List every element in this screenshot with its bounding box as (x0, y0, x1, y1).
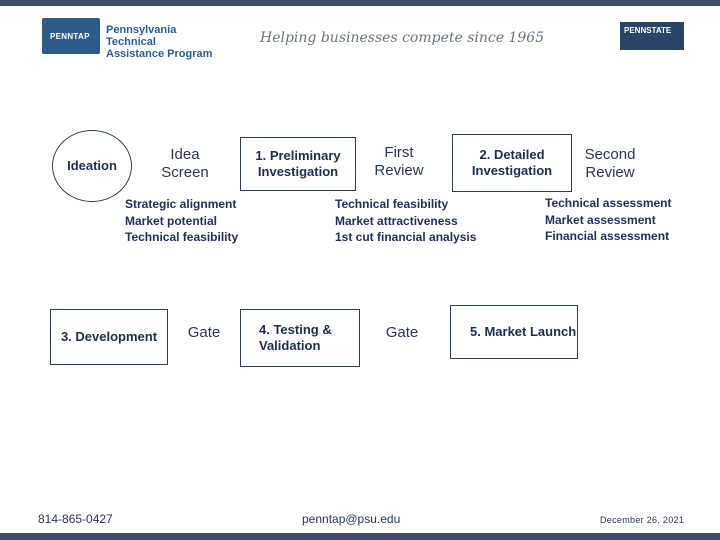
idea-screen-label: Idea Screen (161, 146, 209, 181)
development-label: 3. Development (60, 329, 158, 344)
penntap-logo-icon: PENNTAP (42, 18, 100, 54)
criteria-item: Technical assessment (545, 196, 672, 210)
ideation-label: Ideation (67, 158, 117, 173)
criteria-item: 1st cut financial analysis (335, 230, 477, 244)
ideation-circle: Ideation (52, 130, 132, 202)
criteria-item: Market assessment (545, 212, 656, 227)
top-bar (0, 0, 720, 6)
psu-logo: PENNSTATE (620, 22, 684, 50)
criteria-item: Market potential (125, 213, 218, 228)
logo-text: Pennsylvania Technical Assistance Progra… (106, 24, 222, 60)
logo-line-1: Pennsylvania Technical (106, 24, 177, 48)
development-box: 3. Development (50, 309, 168, 365)
market-launch-box: 5. Market Launch (450, 305, 578, 359)
preliminary-investigation-label: 1. Preliminary Investigation (255, 148, 341, 179)
tagline: Helping businesses compete since 1965 (260, 30, 545, 46)
first-review-criteria: Technical feasibility Market attractiven… (335, 196, 476, 246)
criteria-item: Market attractiveness (335, 213, 458, 228)
criteria-item: Technical feasibility (125, 230, 239, 244)
detailed-investigation-label: 2. Detailed Investigation (471, 147, 553, 178)
footer-date: December 26, 2021 (600, 515, 685, 525)
second-review-criteria: Technical assessment Market assessment F… (545, 195, 672, 245)
preliminary-investigation-box: 1. Preliminary Investigation (240, 137, 356, 191)
bottom-bar (0, 533, 720, 540)
criteria-item: Financial assessment (545, 229, 670, 243)
logo-line-2: Assistance Program (106, 48, 213, 60)
criteria-item: Technical feasibility (335, 197, 449, 211)
gate-label-2: Gate (385, 324, 419, 341)
testing-validation-box: 4. Testing & Validation (240, 309, 360, 367)
logo-abbr: PENNTAP (50, 32, 90, 41)
idea-screen-criteria: Strategic alignment Market potential Tec… (125, 196, 238, 246)
market-launch-label: 5. Market Launch (470, 324, 577, 339)
footer-email[interactable]: penntap@psu.edu (302, 512, 401, 526)
penntap-logo: PENNTAP Pennsylvania Technical Assistanc… (42, 16, 222, 60)
second-review-label: Second Review (584, 146, 636, 181)
psu-logo-text: PENNSTATE (624, 26, 672, 35)
detailed-investigation-box: 2. Detailed Investigation (452, 134, 572, 192)
first-review-label: First Review (374, 144, 424, 179)
criteria-item: Strategic alignment (125, 197, 237, 211)
gate-label-1: Gate (187, 324, 221, 341)
testing-validation-label: 4. Testing & Validation (259, 322, 332, 353)
footer-phone: 814-865-0427 (38, 512, 113, 526)
